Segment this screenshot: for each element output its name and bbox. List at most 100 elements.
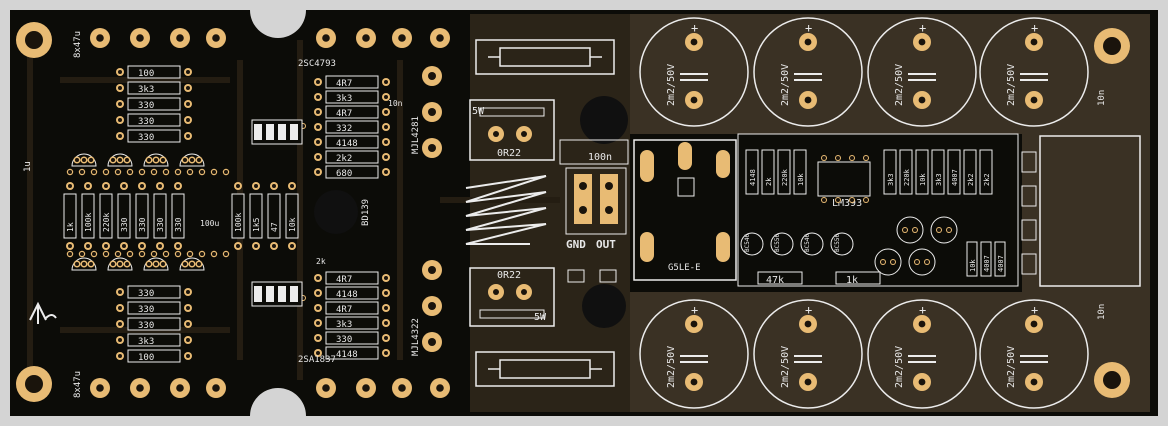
- pad-hole: [316, 155, 320, 159]
- pad-hole: [398, 34, 406, 42]
- big-capacitor: [979, 299, 1089, 409]
- pad-hole: [118, 70, 122, 74]
- big-capacitor: [639, 17, 749, 127]
- resistor-value: 3k3: [336, 94, 352, 104]
- copper-pour-caps: [630, 14, 1150, 134]
- pad-hole: [384, 110, 388, 114]
- pad-hole: [176, 244, 180, 248]
- pad-hole: [152, 170, 156, 174]
- mounting-holes: [16, 22, 1130, 402]
- pad-hole: [850, 198, 854, 202]
- resistor-body: [325, 165, 379, 179]
- cap-2k-label: 2k: [316, 257, 326, 266]
- pad-hole: [89, 158, 93, 162]
- resistor-body: [883, 149, 897, 195]
- resistor-body: [127, 333, 181, 347]
- out-label: OUT: [596, 238, 616, 251]
- plus-sign: +: [805, 21, 812, 35]
- pad-hole: [804, 38, 812, 46]
- pad-hole: [913, 228, 917, 232]
- plus-sign: +: [691, 303, 698, 317]
- resistor-body: [963, 149, 977, 195]
- pad-hole: [690, 378, 698, 386]
- pad-hole: [891, 260, 895, 264]
- plus-sign: +: [1031, 21, 1038, 35]
- transistor-top-label: 2SC4793: [298, 59, 336, 69]
- power-resistor-top: 5W 0R22: [469, 99, 555, 161]
- resistor-value: 3k3: [138, 337, 154, 347]
- pad-hole: [86, 184, 90, 188]
- pad-hole: [200, 170, 204, 174]
- pad-hole: [140, 252, 144, 256]
- chip-label: BC546: [744, 234, 751, 252]
- pad-hole: [316, 321, 320, 325]
- pad-hole: [122, 244, 126, 248]
- pad-hole: [384, 170, 388, 174]
- resistor-body: [915, 149, 929, 195]
- pad-hole: [186, 118, 190, 122]
- resistor-value: 4148: [336, 139, 358, 149]
- pad-hole: [362, 34, 370, 42]
- small-electrolytic: [908, 248, 936, 276]
- pad-hole: [316, 95, 320, 99]
- resistor-body: [171, 193, 185, 239]
- pad-hole: [186, 102, 190, 106]
- pad-hole: [96, 34, 104, 42]
- relay-g5le: G5LE-E: [633, 139, 737, 281]
- pad-hole: [164, 170, 168, 174]
- resistor-body: [761, 149, 775, 195]
- resistor-body: [127, 349, 181, 363]
- resistor-body: [127, 285, 181, 299]
- logo-mark: [29, 301, 57, 324]
- pad-hole: [190, 262, 194, 266]
- resistor-top-label: 0R22: [497, 148, 521, 159]
- resistor-body: [325, 75, 379, 89]
- to92-outline: [800, 232, 824, 256]
- resistor-value: 330: [156, 217, 165, 232]
- resistor-value: 330: [138, 133, 154, 143]
- pad-hole: [804, 320, 812, 328]
- sot-pad: [266, 124, 274, 140]
- pad-hole: [68, 184, 72, 188]
- pad-hole: [186, 70, 190, 74]
- sot-pad: [254, 286, 262, 302]
- big-cap-label: 2m2/50V: [780, 346, 791, 388]
- resistor-body: [127, 81, 181, 95]
- resistor-body: [127, 129, 181, 143]
- pad-hole: [111, 158, 115, 162]
- cap-100n-label: 100n: [588, 152, 612, 163]
- resistor-body: [325, 346, 379, 360]
- pad-hole: [154, 158, 158, 162]
- chip-label: BC556: [774, 234, 781, 252]
- header-pad-rows: [90, 28, 450, 398]
- pad-hole: [118, 290, 122, 294]
- resistor-value: 10k: [969, 259, 977, 272]
- big-cap-label: 2m2/50V: [894, 346, 905, 388]
- pad-hole: [176, 184, 180, 188]
- pad-hole: [152, 252, 156, 256]
- pad-hole: [200, 252, 204, 256]
- pad-hole: [92, 170, 96, 174]
- cap-100u-label: 100u: [200, 219, 219, 228]
- pad-hole: [316, 291, 320, 295]
- resistor-body: [81, 193, 95, 239]
- r-1k: [835, 271, 881, 285]
- resistor-body: [135, 193, 149, 239]
- resistor-value: 330: [120, 217, 129, 232]
- resistor-value: 330: [336, 335, 352, 345]
- big-cap-label: 2m2/50V: [666, 346, 677, 388]
- pad-hole: [212, 384, 220, 392]
- pad-hole: [918, 320, 926, 328]
- pad-hole: [147, 158, 151, 162]
- pad-hole: [176, 252, 180, 256]
- pad-hole: [104, 184, 108, 188]
- resistor-body: [793, 149, 807, 195]
- resistor-value: 47: [270, 222, 279, 232]
- pad-hole: [176, 384, 184, 392]
- power-resistor-bottom: 0R22 5W: [469, 267, 555, 327]
- copper-pour-right: [1022, 130, 1150, 295]
- resistor-body: [127, 317, 181, 331]
- pad-hole: [116, 170, 120, 174]
- resistor-body: [127, 301, 181, 315]
